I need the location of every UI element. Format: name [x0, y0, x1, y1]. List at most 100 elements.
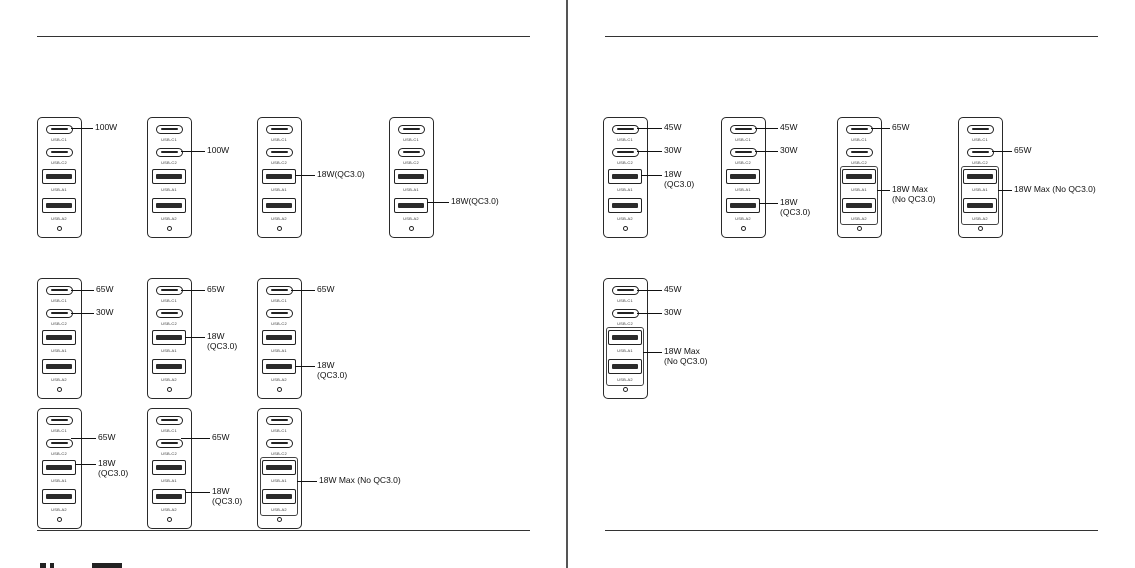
port-label: USB-A2 — [161, 507, 177, 512]
port-label: USB-A1 — [271, 187, 287, 192]
usb-a2-port — [394, 198, 428, 213]
power-callout: 18W — [212, 486, 230, 496]
usb-a1-port — [394, 169, 428, 184]
power-callout: 65W — [1014, 145, 1032, 155]
port-label: USB-C1 — [271, 137, 287, 142]
charger-diagram: USB-C1 USB-C2 USB-A1 USB-A2 — [147, 117, 192, 238]
port-label: USB-A1 — [161, 348, 177, 353]
usb-c1-port — [612, 125, 639, 134]
port-label: USB-A1 — [271, 348, 287, 353]
left-page: USB-C1 USB-C2 USB-A1 USB-A2 100W USB-C1 … — [0, 0, 566, 568]
leader-line — [75, 464, 96, 466]
port-label: USB-C1 — [161, 137, 177, 142]
usb-c1-port — [266, 416, 293, 425]
usb-a1-port — [726, 169, 760, 184]
usb-c2-port — [266, 148, 293, 157]
usb-a-group-box — [840, 166, 878, 225]
usb-c2-port — [612, 309, 639, 318]
usb-c2-port — [46, 309, 73, 318]
port-label: USB-C2 — [51, 321, 67, 326]
leader-line — [759, 203, 778, 205]
led-indicator — [409, 226, 414, 231]
power-callout-note: (QC3.0) — [317, 370, 348, 380]
power-callout: 30W — [780, 145, 798, 155]
port-label: USB-A1 — [51, 348, 67, 353]
power-callout: 30W — [664, 307, 682, 317]
usb-a2-port — [152, 359, 186, 374]
usb-a1-port — [152, 330, 186, 345]
port-label: USB-A1 — [51, 478, 67, 483]
power-callout: 18W — [780, 197, 798, 207]
led-indicator — [623, 226, 628, 231]
port-label: USB-C1 — [735, 137, 751, 142]
leader-line — [871, 128, 890, 130]
power-callout: 65W — [207, 284, 225, 294]
port-label: USB-C1 — [51, 298, 67, 303]
usb-a2-port — [262, 359, 296, 374]
leader-line — [295, 175, 315, 177]
leader-line — [71, 128, 93, 130]
port-label: USB-C2 — [51, 451, 67, 456]
usb-c1-port — [156, 125, 183, 134]
power-callout: 30W — [96, 307, 114, 317]
led-indicator — [167, 226, 172, 231]
led-indicator — [277, 226, 282, 231]
leader-line — [71, 290, 94, 292]
usb-a1-port — [42, 330, 76, 345]
port-label: USB-C1 — [271, 428, 287, 433]
charger-diagram: USB-C1 USB-C2 USB-A1 USB-A2 — [257, 278, 302, 399]
port-label: USB-C1 — [161, 298, 177, 303]
usb-a1-port — [262, 330, 296, 345]
usb-c1-port — [156, 416, 183, 425]
port-label: USB-C1 — [161, 428, 177, 433]
footer-rule — [37, 530, 530, 531]
charger-diagram: USB-C1 USB-C2 USB-A1 USB-A2 — [37, 408, 82, 529]
charger-diagram: USB-C1 USB-C2 USB-A1 USB-A2 — [37, 117, 82, 238]
usb-c1-port — [846, 125, 873, 134]
usb-a2-port — [42, 198, 76, 213]
usb-a2-port — [152, 198, 186, 213]
usb-a2-port — [42, 489, 76, 504]
usb-c2-port — [266, 309, 293, 318]
power-callout: 18W — [664, 169, 682, 179]
usb-c1-port — [46, 286, 73, 295]
port-label: USB-A1 — [271, 478, 287, 483]
port-label: USB-A2 — [51, 507, 67, 512]
port-label: USB-A1 — [735, 187, 751, 192]
usb-c1-port — [266, 286, 293, 295]
port-label: USB-A1 — [617, 348, 633, 353]
usb-a1-port — [262, 169, 296, 184]
leader-line — [71, 313, 94, 315]
charger-diagram: USB-C1 USB-C2 USB-A1 USB-A2 — [257, 117, 302, 238]
usb-c2-port — [612, 148, 639, 157]
page-spine — [566, 0, 568, 568]
led-indicator — [167, 517, 172, 522]
leader-line — [992, 151, 1012, 153]
leader-line — [641, 175, 662, 177]
usb-c2-port — [967, 148, 994, 157]
charger-diagram: USB-C1 USB-C2 USB-A1 USB-A2 — [37, 278, 82, 399]
leader-line — [637, 290, 662, 292]
port-label: USB-A2 — [161, 216, 177, 221]
port-label: USB-C2 — [851, 160, 867, 165]
charger-diagram: USB-C1 USB-C2 USB-A1 USB-A2 — [147, 408, 192, 529]
leader-line — [291, 290, 315, 292]
power-callout-note: (QC3.0) — [207, 341, 238, 351]
port-label: USB-A2 — [51, 377, 67, 382]
usb-c2-port — [156, 148, 183, 157]
usb-c2-port — [266, 439, 293, 448]
port-label: USB-A2 — [271, 216, 287, 221]
charger-diagram: USB-C1 USB-C2 USB-A1 USB-A2 — [603, 117, 648, 238]
power-callout: 45W — [664, 284, 682, 294]
port-label: USB-A1 — [161, 187, 177, 192]
led-indicator — [57, 226, 62, 231]
port-label: USB-C2 — [271, 321, 287, 326]
power-callout-note: (No QC3.0) — [892, 194, 936, 204]
leader-line — [181, 151, 205, 153]
power-callout: 30W — [664, 145, 682, 155]
port-label: USB-C1 — [851, 137, 867, 142]
charger-diagram: USB-C1 USB-C2 USB-A1 USB-A2 — [257, 408, 302, 529]
usb-a2-port — [608, 198, 642, 213]
power-callout: 65W — [212, 432, 230, 442]
port-label: USB-C1 — [617, 137, 633, 142]
